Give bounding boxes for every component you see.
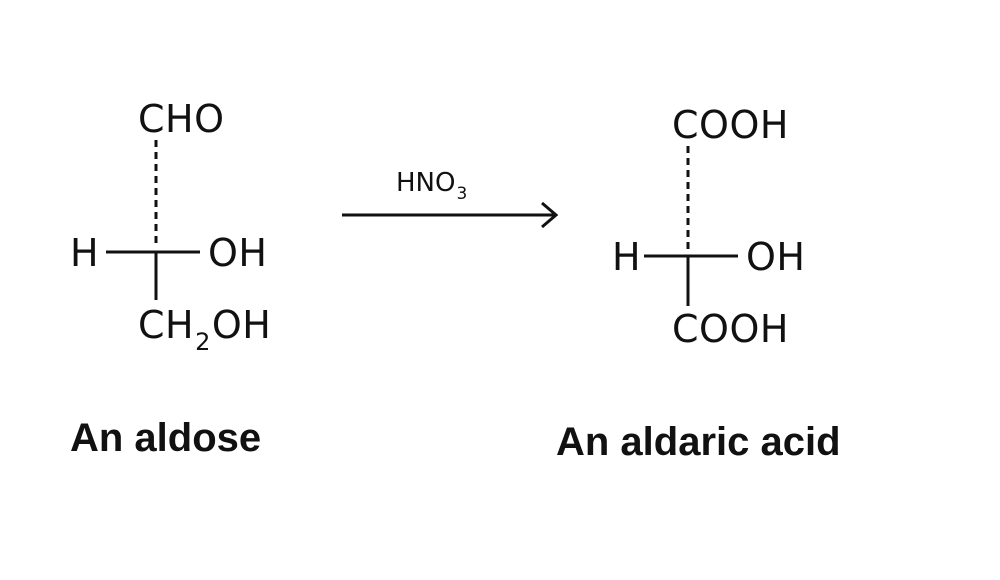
reagent-prefix: HNO [396,168,456,198]
reactant-caption: An aldose [70,416,262,460]
reactant-top-group: CHO [138,97,225,141]
product-left-atom: H [612,235,642,279]
reagent-subscript: 3 [456,184,468,204]
product-caption: An aldaric acid [556,420,841,464]
reactant-bottom-subscript: 2 [195,328,211,356]
product-right-group: OH [746,235,806,279]
product-top-group: COOH [672,103,789,147]
reactant-right-group: OH [208,231,268,275]
reaction-arrow-head [541,201,559,229]
reactant-bottom-suffix: OH [211,303,272,347]
reactant-bottom-prefix: CH [138,303,195,347]
reactant-left-atom: H [70,231,100,275]
reactant-bottom-group: CH2OH [138,303,272,354]
product-bottom-group: COOH [672,307,789,351]
reagent-label: HNO3 [396,168,468,203]
